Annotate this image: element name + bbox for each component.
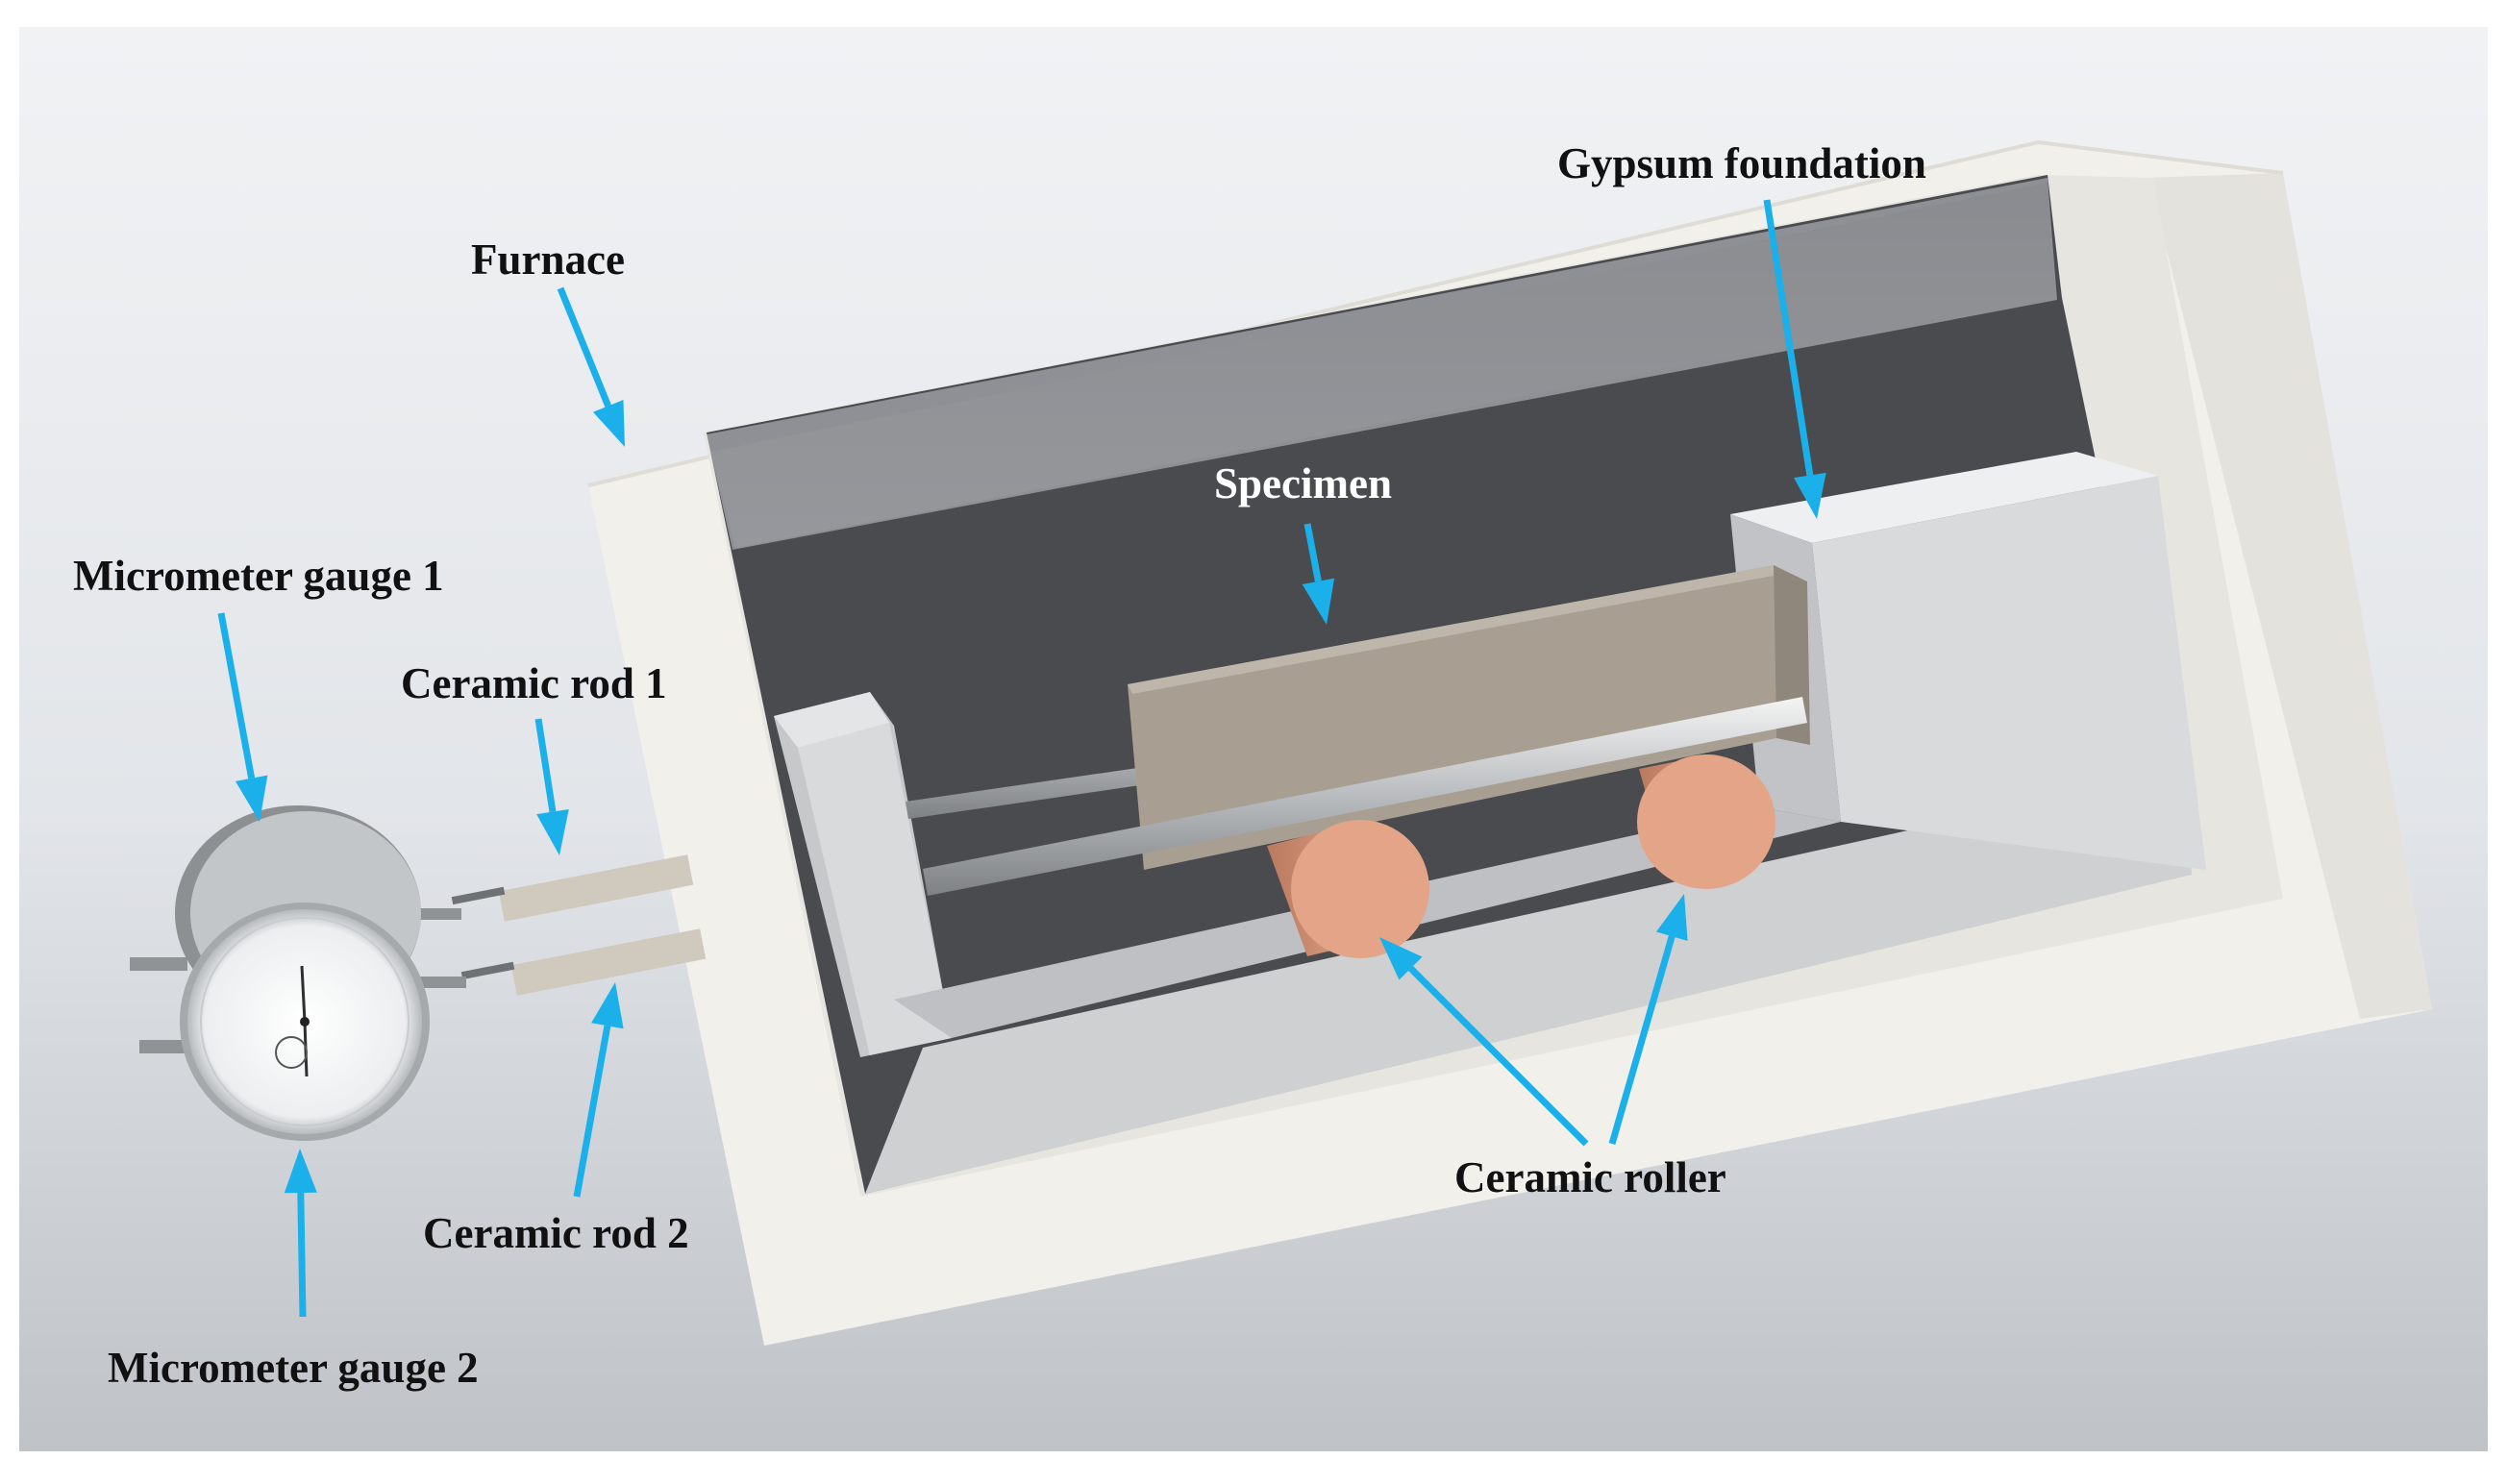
arrow-gypsum-foundation — [1763, 199, 1826, 519]
ceramic-roller-right — [1637, 754, 1775, 889]
ceramic-rod-2 — [460, 928, 707, 996]
callout-arrows — [217, 199, 1826, 1318]
label-gypsum-foundation: Gypsum foundation — [1557, 139, 1926, 187]
micrometer-gauge-2 — [139, 903, 466, 1141]
arrow-ceramic-rod-1 — [534, 718, 569, 855]
ceramic-roller-left-face — [1291, 820, 1429, 958]
ceramic-roller-left — [1267, 820, 1429, 958]
arrow-specimen — [1302, 523, 1335, 625]
label-furnace: Furnace — [471, 235, 625, 284]
label-ceramic-rod-2: Ceramic rod 2 — [423, 1209, 689, 1257]
arrow-micrometer-gauge-2 — [284, 1149, 317, 1318]
ceramic-rod-1 — [451, 854, 694, 922]
arrow-furnace — [557, 286, 625, 447]
micrometer-needle — [300, 965, 307, 1023]
arrow-ceramic-roller-left — [1379, 937, 1589, 1147]
label-micrometer-gauge-1: Micrometer gauge 1 — [73, 552, 444, 600]
furnace-floor — [865, 769, 2192, 1194]
label-ceramic-roller: Ceramic roller — [1454, 1153, 1726, 1201]
front-rod — [923, 697, 1807, 896]
furnace-side-face — [2148, 173, 2432, 1019]
label-ceramic-rod-1: Ceramic rod 1 — [401, 659, 667, 707]
arrow-ceramic-rod-2 — [573, 982, 624, 1198]
arrow-micrometer-gauge-1 — [217, 612, 268, 822]
arrow-ceramic-roller-right — [1608, 894, 1688, 1145]
specimen — [1128, 565, 1810, 870]
ceramic-roller-right-face — [1637, 754, 1775, 889]
label-micrometer-gauge-2: Micrometer gauge 2 — [108, 1344, 479, 1392]
label-specimen: Specimen — [1214, 459, 1392, 507]
left-support-block — [774, 692, 952, 1057]
